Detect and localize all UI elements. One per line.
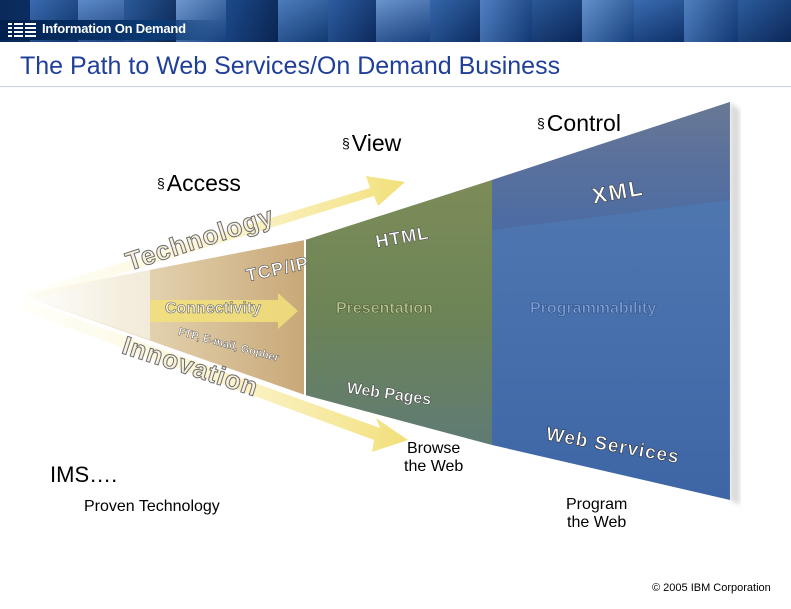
bullet-marker: §	[157, 175, 165, 191]
connectivity-stage-label: Connectivity	[165, 300, 261, 318]
control-label: §Control	[537, 110, 621, 137]
funnel-shadow	[730, 102, 740, 505]
presentation-stage-label: Presentation	[336, 300, 433, 318]
access-label: §Access	[157, 170, 241, 197]
browse-line-1: Browse	[404, 440, 463, 458]
bullet-marker: §	[342, 135, 350, 151]
view-label: §View	[342, 130, 401, 157]
copyright-text: © 2005 IBM Corporation	[652, 582, 771, 594]
programmability-stage-label: Programmability	[530, 300, 656, 318]
access-text: Access	[167, 170, 241, 196]
program-line-2: the Web	[566, 514, 627, 532]
view-text: View	[352, 130, 401, 156]
bullet-marker: §	[537, 115, 545, 131]
browse-the-web-label: Browse the Web	[404, 440, 463, 476]
control-text: Control	[547, 110, 621, 136]
program-line-1: Program	[566, 496, 627, 514]
program-the-web-label: Program the Web	[566, 496, 627, 532]
ims-label: IMS….	[50, 462, 117, 488]
browse-line-2: the Web	[404, 458, 463, 476]
proven-technology-label: Proven Technology	[84, 498, 220, 516]
